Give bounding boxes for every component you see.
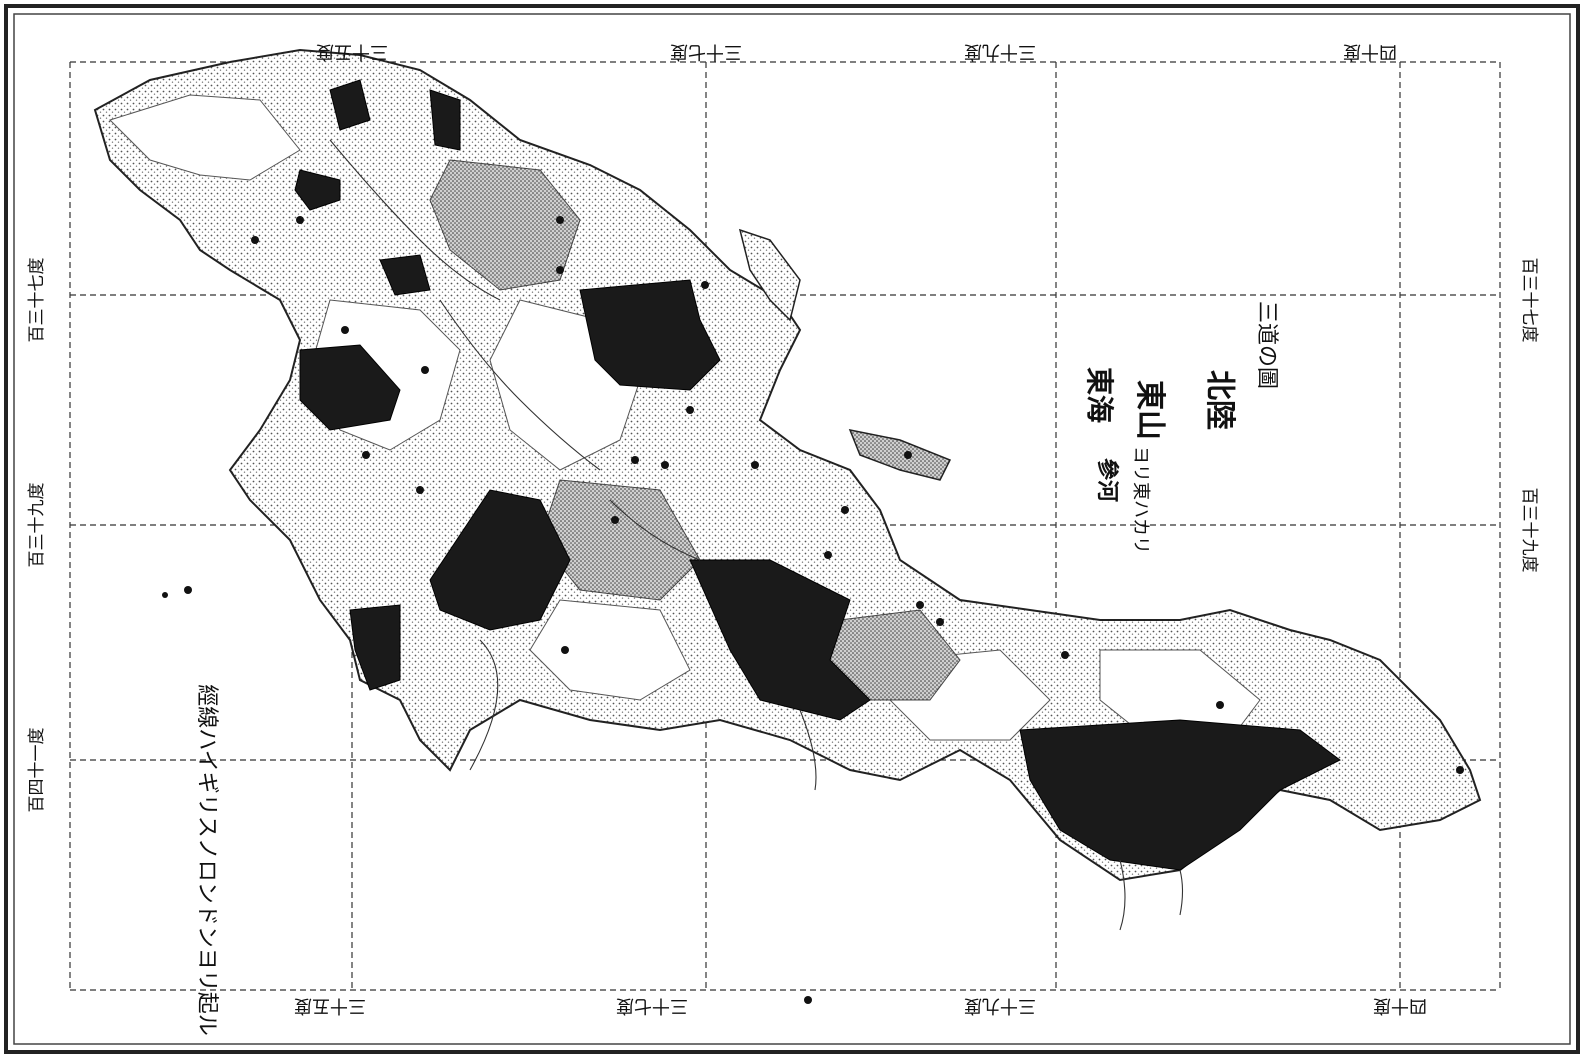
town-marker [416,486,424,494]
latitude-labels-top: 三十五度 三十七度 三十九度 四十度 [316,41,1397,62]
town-marker [904,451,912,459]
dark-region-6 [294,169,341,211]
dark-region-2 [299,344,401,431]
river [469,639,499,771]
town-marker [1216,701,1224,709]
mountain-areas [429,159,961,701]
town-marker [686,406,694,414]
town-marker [296,216,304,224]
town-marker [556,216,564,224]
title-line1: 北陸 [1202,370,1237,430]
longitude-labels-left: 百三十七度 百三十九度 百四十一度 [27,258,47,813]
lon-label-right: 百三十九度 [1519,488,1539,573]
lat-label-bottom: 四十度 [1373,995,1427,1016]
longitude-labels-right: 百三十七度 百三十九度 [1519,258,1539,573]
town-markers [162,216,1464,1004]
town-marker [916,601,924,609]
town-marker [611,516,619,524]
town-marker [184,586,192,594]
plain-1 [109,94,301,181]
town-marker [631,456,639,464]
lat-label-top: 三十五度 [316,41,388,62]
town-marker [804,996,812,1004]
town-marker [162,592,168,598]
lat-label-bottom: 三十五度 [294,995,366,1016]
river [799,709,817,791]
plain-4 [529,599,691,701]
river [1119,859,1126,931]
dark-region-8 [429,89,461,151]
lat-label-top: 三十七度 [670,41,742,62]
town-marker [341,326,349,334]
map-title: 北陸 東山 東海 三道の圖 參河 ヨリ東ハカリ [1083,301,1279,554]
town-marker [362,451,370,459]
lon-label-left: 百三十七度 [27,258,47,343]
dark-region-9 [379,254,431,296]
dark-regions [294,79,1341,871]
lat-label-bottom: 三十九度 [964,995,1036,1016]
town-marker [824,551,832,559]
dark-region-5 [1019,719,1341,871]
lat-label-bottom: 三十七度 [616,995,688,1016]
inner-border [13,13,1571,1045]
town-marker [1456,766,1464,774]
town-marker [751,461,759,469]
lat-label-top: 三十九度 [964,41,1036,62]
town-marker [701,281,709,289]
dark-region-7 [329,79,371,131]
lon-label-right: 百三十七度 [1519,258,1539,343]
mountain-1 [429,159,581,291]
dark-region-3 [429,489,571,631]
title-prefix: 參河 [1094,458,1120,502]
noto-peninsula [738,228,801,322]
town-marker [841,506,849,514]
title-note: ヨリ東ハカリ [1130,446,1151,554]
title-line2: 東山 [1132,380,1167,440]
town-marker [561,646,569,654]
lon-label-left: 百四十一度 [27,728,47,813]
river [1179,869,1184,916]
dark-region-4 [689,559,871,721]
town-marker [1061,651,1069,659]
town-marker [421,366,429,374]
town-marker [936,618,944,626]
dark-region-10 [349,604,401,691]
rivers [329,139,1184,931]
town-marker [661,461,669,469]
town-marker [251,236,259,244]
river [329,139,501,301]
river [609,499,701,561]
meridian-note: 經線ハイギリスノロンドンヨリ起ル [194,684,219,1036]
dark-region-1 [579,279,721,391]
lat-label-top: 四十度 [1343,41,1397,62]
outer-border [4,4,1580,1054]
title-line3: 東海 [1083,367,1116,423]
latitude-labels-bottom: 三十五度 三十七度 三十九度 四十度 [294,995,1427,1016]
title-suffix: 三道の圖 [1254,301,1279,389]
lon-label-left: 百三十九度 [27,483,47,568]
town-marker [556,266,564,274]
river [439,299,601,471]
sado-island [848,428,952,481]
